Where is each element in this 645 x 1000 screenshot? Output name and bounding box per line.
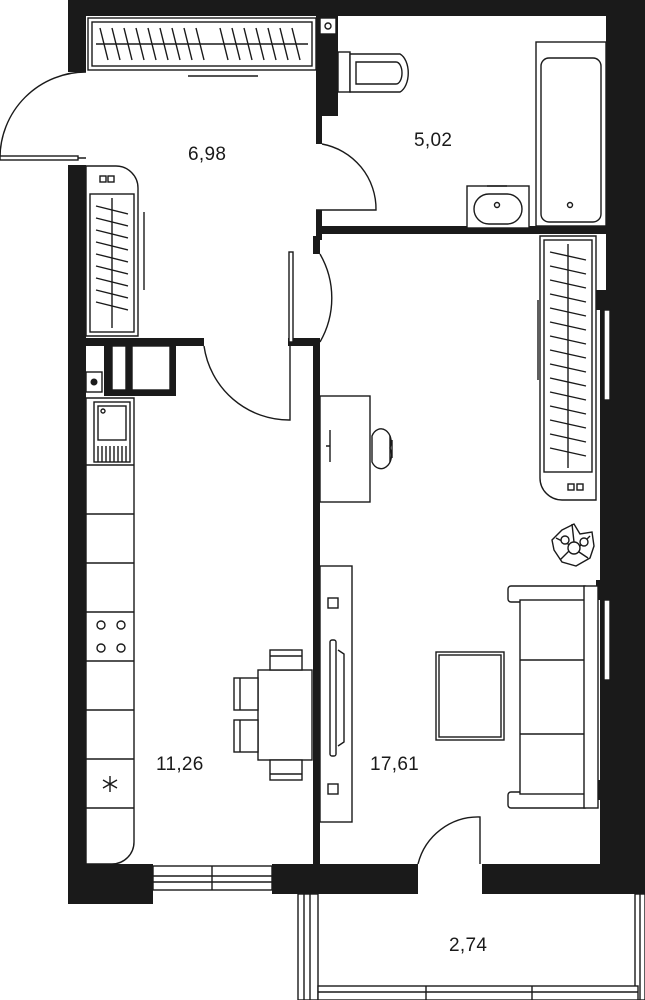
hallway-area-label: 6,98 [188,144,226,165]
bathroom-area-label: 5,02 [414,130,452,151]
doors [0,71,481,865]
bathroom-fixtures [319,17,607,229]
wardrobes [85,17,597,501]
area-labels: 6,98 5,02 11,26 17,61 2,74 [156,130,487,956]
plant-icon [551,523,595,567]
windows [152,309,611,891]
kitchen-fixtures [85,371,313,865]
walls [68,0,645,904]
balcony [297,893,645,1000]
kitchen-area-label: 11,26 [156,754,204,775]
balcony-area-label: 2,74 [449,935,487,956]
living-room-furniture [319,395,599,823]
living-room-area-label: 17,61 [370,754,419,775]
